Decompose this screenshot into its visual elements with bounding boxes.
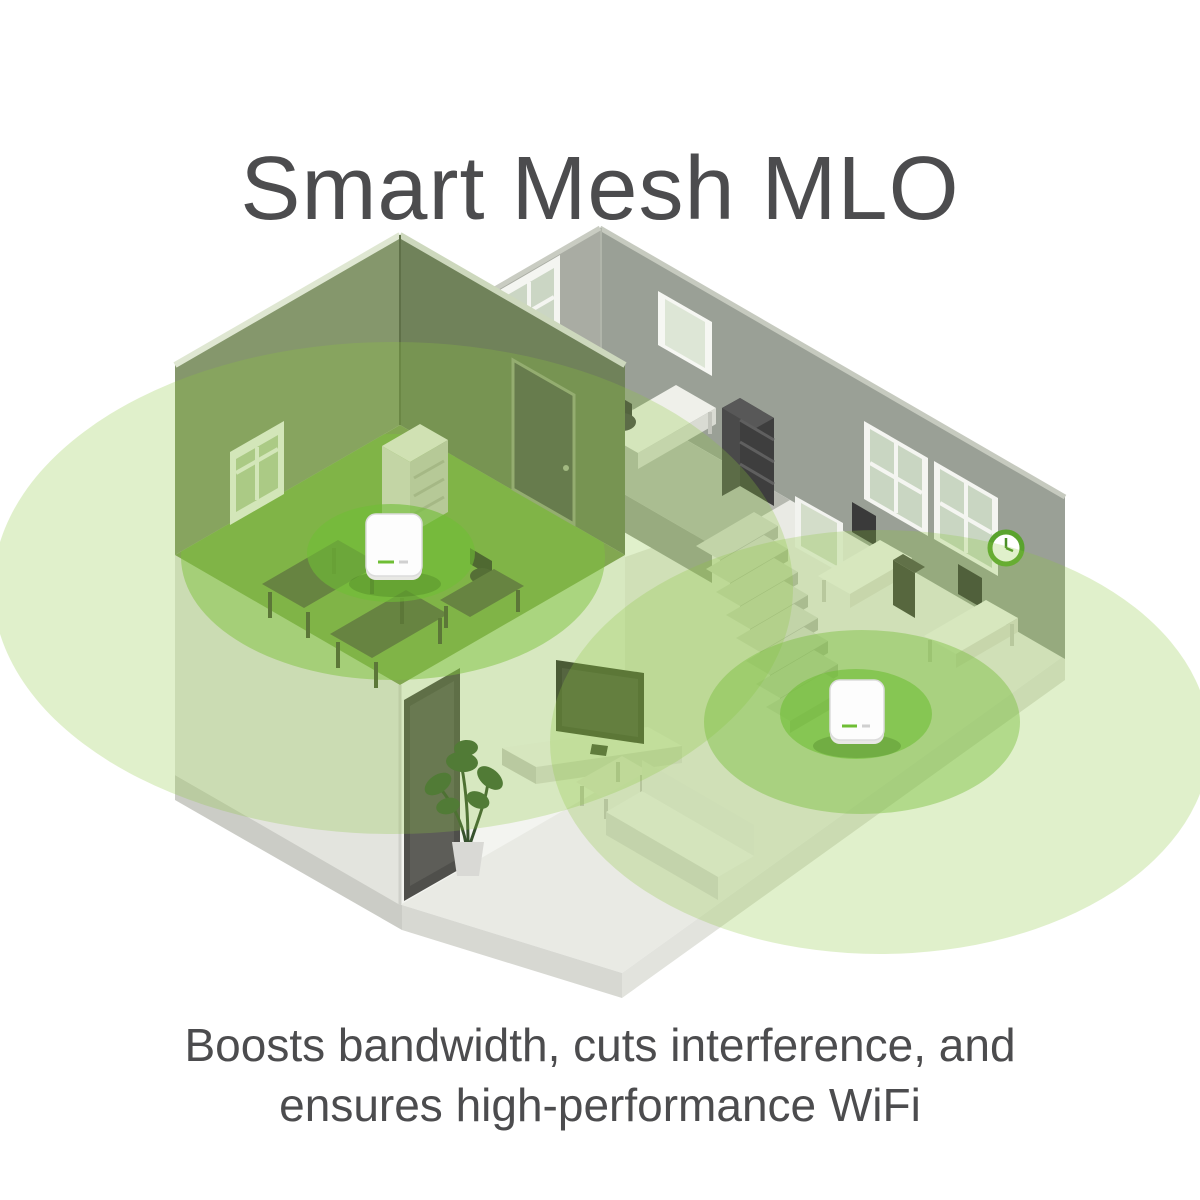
mesh-access-point-left bbox=[349, 513, 441, 597]
living-area bbox=[424, 660, 754, 900]
device-body bbox=[829, 679, 885, 741]
mesh-access-point-right bbox=[813, 679, 901, 758]
potted-plant bbox=[424, 739, 503, 876]
wall-top-trim bbox=[598, 225, 1067, 500]
caption-line-2: ensures high-performance WiFi bbox=[279, 1078, 921, 1131]
door bbox=[511, 357, 576, 527]
bookshelf bbox=[722, 398, 775, 506]
caption: Boosts bandwidth, cuts interference, and… bbox=[0, 1016, 1200, 1136]
monitor bbox=[852, 502, 876, 546]
desk-and-chair bbox=[440, 548, 524, 628]
caption-line-1: Boosts bandwidth, cuts interference, and bbox=[184, 1019, 1016, 1071]
window bbox=[934, 461, 998, 576]
tv-unit bbox=[502, 660, 682, 784]
workstation bbox=[924, 564, 1018, 668]
window bbox=[230, 421, 284, 525]
right-room bbox=[818, 502, 1018, 668]
media-cabinet bbox=[893, 554, 925, 618]
back-right-wall bbox=[600, 228, 1065, 659]
wall-top-trim bbox=[398, 232, 627, 368]
slab-edge-right bbox=[622, 655, 1065, 998]
device-body bbox=[365, 513, 423, 577]
monitor bbox=[958, 564, 982, 608]
leaning-picture-frame bbox=[795, 496, 843, 574]
wall-top-trim bbox=[173, 232, 402, 368]
sofa bbox=[606, 760, 754, 900]
front-left-wall bbox=[175, 555, 400, 905]
door-knob bbox=[563, 465, 569, 471]
page-title: Smart Mesh MLO bbox=[240, 139, 960, 240]
tv-stand bbox=[590, 744, 608, 756]
table bbox=[330, 590, 448, 688]
plant-pot bbox=[452, 842, 484, 876]
slab-edge-under-room bbox=[175, 775, 402, 930]
green-room bbox=[173, 232, 627, 688]
slab-edge-left bbox=[402, 905, 622, 998]
back-wall bbox=[598, 225, 1067, 659]
wall-clock-icon bbox=[987, 529, 1025, 567]
picture-frame bbox=[658, 291, 712, 376]
window bbox=[864, 421, 928, 536]
